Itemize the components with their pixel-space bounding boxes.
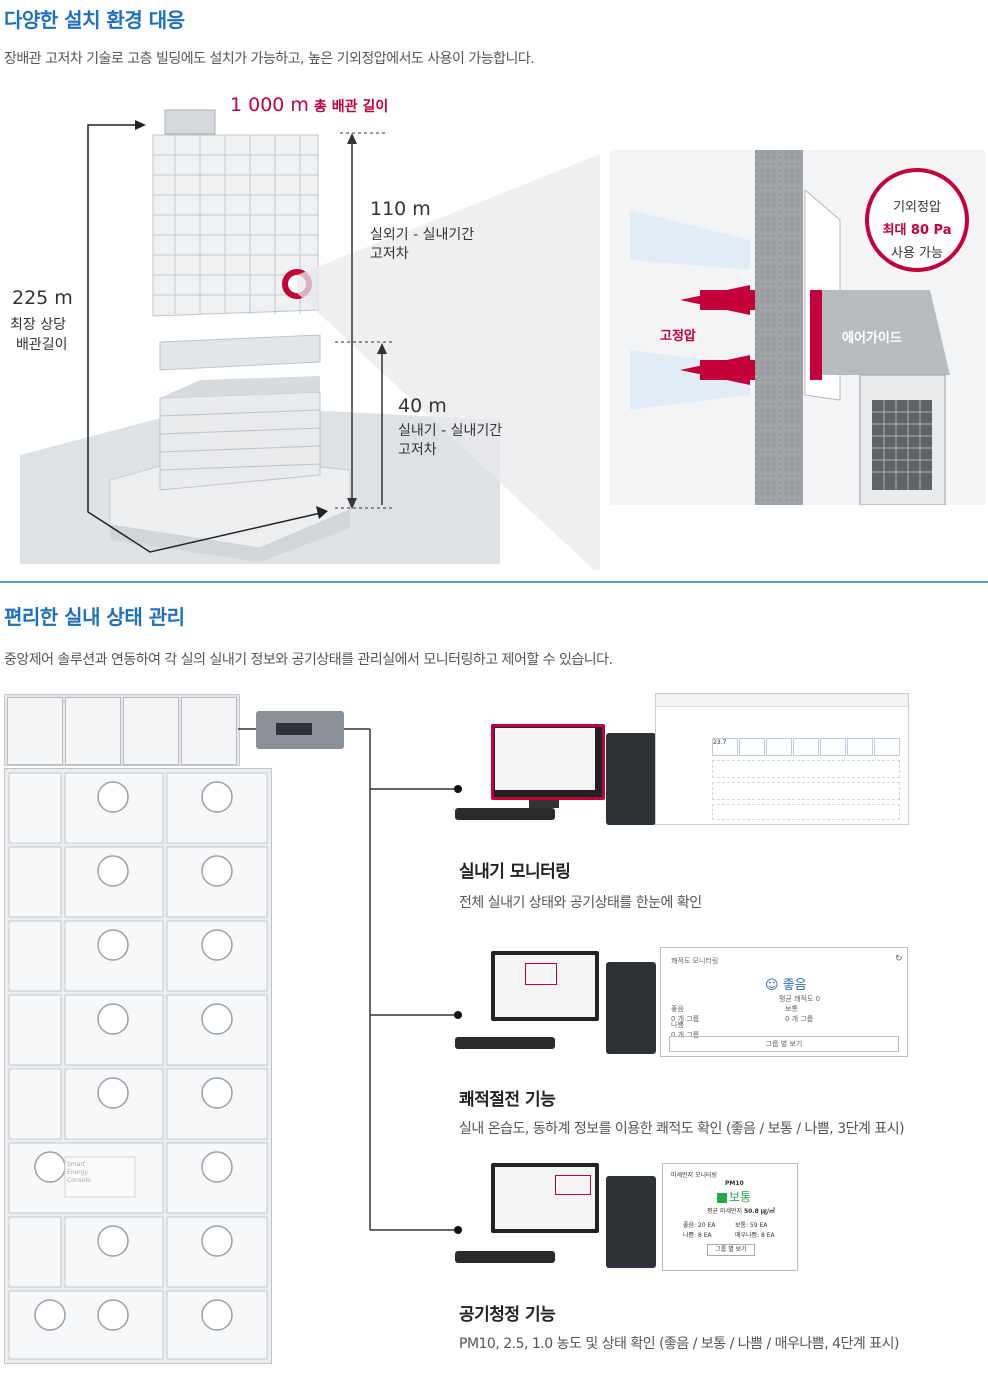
air-pc <box>455 1163 605 1273</box>
comfort-pc <box>455 945 605 1055</box>
dust-status: 보통 <box>717 1188 751 1205</box>
monitoring-screen: 23.7 <box>655 693 909 825</box>
dust-pm-label: PM10 <box>725 1180 744 1187</box>
building-illustration <box>20 109 600 570</box>
feature-comfort-title: 쾌적절전 기능 <box>459 1090 556 1110</box>
dust-group-button[interactable]: 그룹 별 보기 <box>707 1244 755 1256</box>
total-pipe-callout: 1 000 m 총 배관 길이 <box>230 94 389 116</box>
central-controller <box>256 711 344 749</box>
comfort-group-button[interactable]: 그룹 별 보기 <box>669 1036 899 1052</box>
outdoor-units <box>4 694 240 766</box>
longest-pipe-value: 225 m <box>12 287 73 309</box>
feature-air-desc: PM10, 2.5, 1.0 농도 및 상태 확인 (좋음 / 보통 / 나쁨 … <box>459 1336 899 1352</box>
outdoor-indoor-height-label-1: 실외기 - 실내기간 <box>370 227 475 243</box>
comfort-average: 평균 쾌적도 0 <box>779 995 821 1003</box>
monitoring-pc <box>455 716 605 826</box>
pc-tower-2 <box>606 962 656 1054</box>
indoor-indoor-height-label-2: 고저차 <box>398 442 437 458</box>
feature-comfort-desc: 실내 온습도, 동하계 정보를 이용한 쾌적도 확인 (좋음 / 보통 / 나쁨… <box>459 1121 905 1137</box>
comfort-panel-title: 쾌적도 모니터링 <box>671 957 719 965</box>
section2-description: 중앙제어 솔루션과 연동하여 각 실의 실내기 정보와 공기상태를 관리실에서 … <box>4 652 613 668</box>
unit-tile-grid: 23.7 <box>712 738 904 820</box>
feature-monitoring-desc: 전체 실내기 상태와 공기상태를 한눈에 확인 <box>459 895 702 911</box>
comfort-status: ☺ 좋음 <box>765 978 807 993</box>
outdoor-indoor-height-label-2: 고저차 <box>370 246 409 262</box>
section1-title: 다양한 설치 환경 대응 <box>4 8 185 32</box>
ceiling-detail-panel: 고정압 에어가이드 기외정압 최대 80 Pa 사용 가능 <box>610 150 985 505</box>
outdoor-indoor-height-value: 110 m <box>370 198 431 220</box>
indoor-indoor-height-label-1: 실내기 - 실내기간 <box>398 423 503 439</box>
section1-description: 장배관 고저차 기술로 고층 빌딩에도 설치가 가능하고, 높은 기외정압에서도… <box>4 51 535 67</box>
dust-bad: 나쁨: 8 EA <box>683 1232 712 1239</box>
dust-good: 좋음: 20 EA <box>683 1222 716 1229</box>
dust-panel: 미세먼지 모니터링 PM10 보통 평균 미세먼지 50.8 ㎍/㎥ 좋음: 2… <box>662 1163 798 1271</box>
feature-air-title: 공기청정 기능 <box>459 1305 556 1325</box>
dust-average: 평균 미세먼지 50.8 ㎍/㎥ <box>707 1208 776 1215</box>
pc-tower-3 <box>606 1176 656 1268</box>
longest-pipe-label-2: 배관길이 <box>16 337 68 353</box>
dust-very-bad: 매우나쁨: 8 EA <box>735 1232 775 1239</box>
smart-energy-sign: Smart Energy Console <box>67 1161 91 1184</box>
feature-monitoring-title: 실내기 모니터링 <box>459 862 571 882</box>
longest-pipe-label-1: 최장 상당 <box>10 317 66 333</box>
indoor-indoor-height-value: 40 m <box>398 395 447 417</box>
building-cutaway: Smart Energy Console <box>4 768 272 1364</box>
static-pressure-label: 고정압 <box>660 329 696 344</box>
dust-panel-title: 미세먼지 모니터링 <box>671 1172 718 1179</box>
dust-normal: 보통: 59 EA <box>735 1222 768 1229</box>
section2-title: 편리한 실내 상태 관리 <box>4 605 185 629</box>
section-divider <box>0 581 988 583</box>
refresh-icon[interactable]: ↻ <box>895 954 903 964</box>
air-guide-label: 에어가이드 <box>842 331 902 346</box>
connection-lines <box>238 728 462 1234</box>
pc-tower-1 <box>606 733 656 825</box>
static-pressure-badge: 기외정압 최대 80 Pa 사용 가능 <box>865 168 969 272</box>
